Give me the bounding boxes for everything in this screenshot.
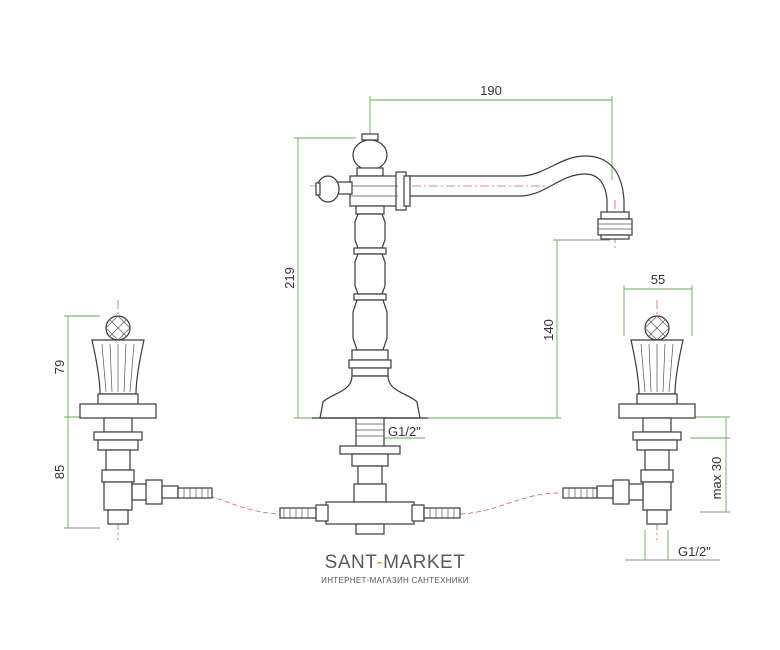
sant-market-logo: SANT-MARKET ИНТЕРНЕТ-МАГАЗИН САНТЕХНИКИ [300,552,490,585]
dim-thread-right: G1/2" [678,544,711,559]
logo-name-main: SANT [324,552,377,573]
dim-spout-reach: 190 [480,83,502,98]
left-valve-assembly [79,315,213,525]
dim-spout-height: 140 [541,319,556,341]
spout-assembly [279,133,633,535]
dim-max-deck: max 30 [709,457,724,500]
dim-thread-center: G1/2" [388,424,421,439]
dim-handle-width: 55 [651,272,665,287]
dim-valve-depth: 85 [52,465,67,479]
dim-handle-height: 79 [52,360,67,374]
logo-tagline: ИНТЕРНЕТ-МАГАЗИН САНТЕХНИКИ [321,576,469,585]
dim-total-height: 219 [282,267,297,289]
logo-name: SANT-MARKET [300,552,490,574]
logo-name-separator: - [376,552,384,573]
logo-name-rest: MARKET [383,552,466,573]
right-valve-assembly [562,315,696,525]
